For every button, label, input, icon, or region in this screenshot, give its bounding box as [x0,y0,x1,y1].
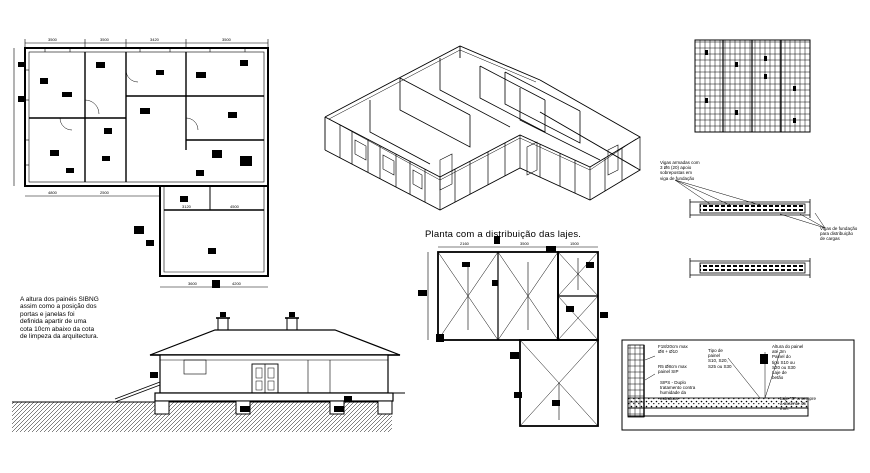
height-note-line: assim como a posição dos [20,303,97,311]
slab-top-note: Vigas armadas com 3 Ø6 (20) apoio sobrep… [660,160,700,181]
corner-note-line: humidade da [660,390,687,396]
slab-top-note-line: Vigas armadas com [660,160,700,165]
corner-note-line: S25 ou S30 [708,363,732,369]
corner-note-line: Ø8 + Ø10 [658,349,678,355]
plan-panel-markers [18,60,252,288]
corner-note-line: painel [708,353,721,359]
corner-note-line: a assente 45 [780,401,806,407]
corner-note-line: R5 Ø8cm max [658,364,687,369]
slab-side-note-line: de cargas [820,236,840,242]
plan-dim-10: 4200 [232,281,242,286]
corner-note-line: mm. [780,406,789,412]
slab-detail-upper [674,179,826,229]
slab-side-note: Vigas de fundação para distribuição de c… [820,226,857,242]
plan-dim-6: 2500 [100,190,110,195]
corner-note-line: S10, S20, [708,358,728,364]
plan-dim-7: 3120 [182,204,192,209]
slab-side-note-line: Vigas de fundação [820,226,858,231]
corner-note-left-top: F18/20cm max Ø8 + Ø10 [658,344,688,354]
corner-note-center-top: Tipo de painel S10, S20, S25 ou S30 [708,348,732,369]
height-note-line: portas e janelas foi [20,310,75,318]
slab-dim-1: 2160 [460,241,470,246]
floor-plan [13,39,269,288]
slab-dim-2: 3500 [520,241,530,246]
plan-dim-5: 4800 [48,190,58,195]
height-note-line: de limpeza da arquitectura. [20,333,99,341]
isometric-wall-frame [324,45,641,211]
slab-plan-markers [418,236,608,406]
plan-dim-4: 3500 [222,37,232,42]
corner-note-line: Altura do painel [772,344,804,349]
corner-note-line: F18/20cm max [658,344,688,349]
corner-note-line: Laje "S" a sempre [780,396,816,401]
height-note: A altura dos painéis SIBNG assim como a … [20,296,99,341]
slab-side-note-line: para distribuição [820,231,854,237]
slab-top-note-line: 3 Ø6 (20) apoio [660,165,692,171]
height-note-line: A altura dos painéis SIBNG [20,296,99,303]
corner-note-right-top: Altura do painel até 3m Painel do tipo S… [772,344,803,380]
corner-note-line: até 3m [772,349,786,355]
corner-note-line: tipo S10 ou [772,359,795,365]
slab-detail-lower [689,258,811,278]
slab-distribution-plan [427,246,599,427]
corner-note-left-mid: R5 Ø8cm max painel SIP [658,364,687,374]
elevation-markers [150,312,352,412]
slab-top-note-line: sobrepostas em [660,170,693,176]
corner-note-line: painel SIP [658,369,679,375]
slab-top-note-line: viga de fundação [660,175,695,181]
corner-note-right-bottom: Laje "S" a sempre a assente 45 mm. [780,396,816,412]
plan-dim-3: 3420 [150,37,160,42]
corner-note-line: tratamento contra [660,385,696,391]
slab-dim-3: 1500 [570,241,580,246]
plan-dim-2: 3500 [100,37,110,42]
panel-block-pattern [694,39,811,133]
corner-note-line: Painel do [772,354,791,360]
plan-top-dims: 3500 3500 3420 3500 4800 2500 3120 4500 … [48,37,242,286]
corner-detail [621,339,855,431]
plan-dim-9: 3600 [188,281,198,286]
plan-dim-8: 4500 [230,204,240,209]
plan-dim-1: 3500 [48,37,58,42]
building-elevation [12,317,405,432]
corner-note-line: Tipo de [708,348,723,353]
corner-note-line: betão [772,375,784,381]
corner-note-line: S20 ou S30 [772,364,796,370]
corner-note-line: Laje de [772,369,787,375]
slab-top-dims: 2160 3500 1500 [460,241,580,246]
height-note-line: definida apartir de uma [20,318,87,326]
height-note-line: cota 10cm abaixo da cota [20,325,95,333]
corner-note-left-bottom: SIPS - Duplo tratamento contra humidade … [660,380,695,401]
corner-note-line: SIPS - Duplo [660,380,687,385]
corner-note-line: estrutura [660,395,678,401]
slab-plan-title: Planta com a distribuição das lajes. [425,229,582,240]
